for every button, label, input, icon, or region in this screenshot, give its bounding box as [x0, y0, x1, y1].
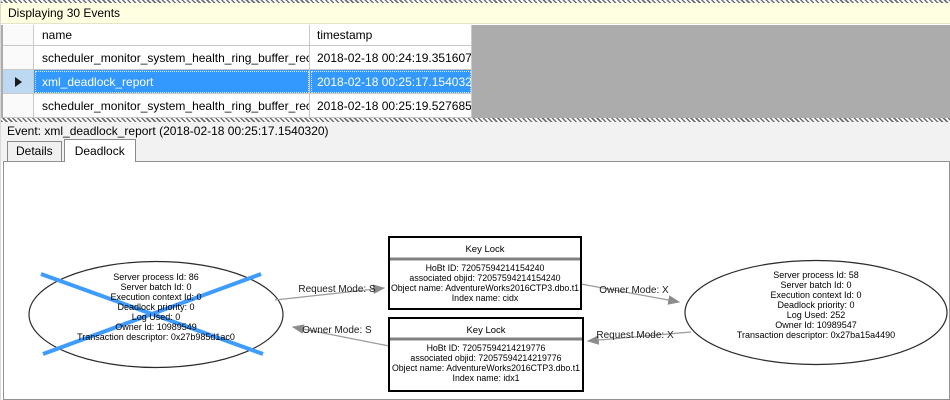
process-attr: Server process Id: 86 [113, 272, 199, 282]
resource-attr: Object name: AdventureWorks2016CTP3.dbo.… [392, 363, 580, 373]
grid-corner-cell [3, 25, 34, 46]
process-attr: Log Used: 0 [132, 312, 181, 322]
event-name-cell[interactable]: scheduler_monitor_system_health_ring_buf… [34, 94, 310, 118]
resource-title: Key Lock [465, 244, 504, 255]
event-timestamp-cell[interactable]: 2018-02-18 00:25:19.5276859 [310, 94, 472, 118]
resource-attr: HoBt ID: 72057594214154240 [426, 263, 545, 273]
edge-label-request-x: Request Mode: X [596, 330, 674, 341]
column-header-name[interactable]: name [34, 25, 310, 46]
edge-request-s [274, 284, 386, 301]
process-node: Server process Id: 58 Server batch Id: 0… [684, 259, 948, 366]
grid-header-row: name timestamp [3, 25, 472, 46]
process-attr: Server process Id: 58 [773, 270, 859, 280]
process-attr: Transaction descriptor: 0x27ba15a4490 [737, 330, 895, 340]
column-header-timestamp[interactable]: timestamp [310, 25, 472, 46]
resource-attr: HoBt ID: 72057594214219776 [427, 343, 546, 353]
process-attr: Deadlock priority: 0 [777, 300, 854, 310]
resource-attr: Object name: AdventureWorks2016CTP3.dbo.… [391, 283, 579, 293]
event-row-selected[interactable]: xml_deadlock_report 2018-02-18 00:25:17.… [3, 70, 472, 94]
process-attr: Owner Id: 10989549 [115, 322, 197, 332]
panel-splitter[interactable] [1, 118, 950, 122]
process-attr: Execution context Id: 0 [770, 290, 861, 300]
edge-owner-x [580, 283, 681, 305]
resource-attr: Index name: idx1 [453, 373, 520, 383]
selected-event-label: Event: xml_deadlock_report (2018-02-18 0… [7, 124, 329, 138]
event-name-cell[interactable]: xml_deadlock_report [34, 70, 310, 94]
edge-owner-s [291, 324, 390, 347]
deadlock-graph: Server process Id: 86 Server batch Id: 0… [28, 236, 948, 392]
process-attr: Log Used: 252 [787, 310, 846, 320]
event-row[interactable]: scheduler_monitor_system_health_ring_buf… [3, 46, 472, 70]
event-name-cell[interactable]: scheduler_monitor_system_health_ring_buf… [34, 46, 310, 70]
selected-event-bar: Event: xml_deadlock_report (2018-02-18 0… [1, 122, 950, 140]
resource-node-key-lock-top: Key Lock HoBt ID: 72057594214154240 asso… [388, 236, 582, 310]
process-attr: Transaction descriptor: 0x27b985d1ac0 [77, 332, 235, 342]
process-node-victim: Server process Id: 86 Server batch Id: 0… [28, 260, 284, 369]
tab-deadlock[interactable]: Deadlock [63, 139, 136, 162]
resource-attr: associated objid: 72057594214154240 [409, 273, 560, 283]
event-row[interactable]: scheduler_monitor_system_health_ring_buf… [3, 94, 472, 118]
victim-cross-icon [42, 272, 262, 356]
process-attr: Owner Id: 10989547 [775, 320, 857, 330]
process-attr: Server batch Id: 0 [120, 282, 191, 292]
edge-request-x [586, 331, 692, 345]
row-header-cell[interactable] [3, 94, 34, 118]
event-timestamp-cell[interactable]: 2018-02-18 00:25:17.1540320 [310, 70, 472, 94]
detail-tabs: Details Deadlock [1, 139, 950, 162]
events-count-header: Displaying 30 Events [1, 3, 950, 24]
edge-label-owner-x: Owner Mode: X [599, 285, 669, 296]
resource-attr: Index name: cidx [452, 293, 519, 303]
events-count-label: Displaying 30 Events [8, 6, 121, 20]
events-grid: name timestamp scheduler_monitor_system_… [1, 25, 950, 118]
resource-node-key-lock-bottom: Key Lock HoBt ID: 72057594214219776 asso… [388, 317, 584, 392]
current-row-marker-icon [14, 76, 22, 87]
events-table: name timestamp scheduler_monitor_system_… [3, 25, 472, 118]
tab-details[interactable]: Details [7, 141, 62, 161]
top-splitter[interactable] [1, 0, 950, 3]
process-attr: Execution context Id: 0 [110, 292, 201, 302]
edge-label-request-s: Request Mode: S [298, 284, 376, 295]
edge-label-owner-s: Owner Mode: S [302, 325, 372, 336]
process-attr: Deadlock priority: 0 [117, 302, 194, 312]
row-header-cell[interactable] [3, 46, 34, 70]
resource-title: Key Lock [466, 325, 505, 336]
event-timestamp-cell[interactable]: 2018-02-18 00:24:19.3516078 [310, 46, 472, 70]
process-attr: Server batch Id: 0 [780, 280, 851, 290]
resource-attr: associated objid: 72057594214219776 [410, 353, 561, 363]
row-header-cell[interactable] [3, 70, 34, 94]
